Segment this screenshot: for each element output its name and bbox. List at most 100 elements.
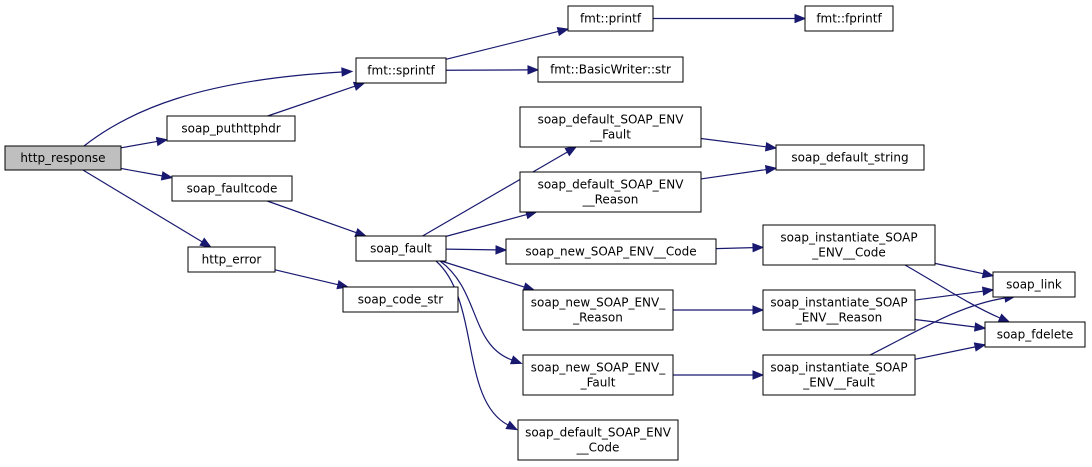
node-box[interactable] [519, 106, 702, 148]
arrowhead-icon [564, 146, 578, 157]
node-label: __Fault [589, 128, 631, 142]
edge-soap_default_SOAP_ENV__Reason-to-soap_default_string [700, 164, 778, 180]
node-soap-code-str[interactable]: soap_code_str [342, 286, 459, 313]
node-fmt-sprintf[interactable]: fmt::sprintf [355, 57, 447, 84]
node-box[interactable] [517, 419, 679, 461]
edge-line [445, 248, 497, 251]
arrowhead-icon [341, 67, 354, 77]
node-label: http_error [202, 253, 262, 267]
node-fmt-fprintf[interactable]: fmt::fprintf [804, 5, 894, 32]
node-fmt-basicwriter-str[interactable]: fmt::BasicWriter::str [537, 56, 684, 83]
node-box[interactable] [992, 271, 1076, 298]
node-box[interactable] [775, 144, 925, 171]
node-soap-default-string[interactable]: soap_default_string [775, 144, 925, 171]
edge-soap_new_SOAP_ENV__Fault-to-soap_instantiate_SOAP_ENV__Fault [673, 370, 765, 380]
node-label: _Reason [572, 311, 623, 325]
node-label: soap_default_SOAP_ENV [525, 426, 672, 440]
node-box[interactable] [519, 171, 702, 213]
nodes-layer: http_response fmt::sprintfsoap_puthttphdr… [4, 5, 1086, 461]
edge-line [422, 151, 568, 237]
edge-line [914, 346, 976, 360]
node-soap-instantiate-soap-env--reason[interactable]: soap_instantiate_SOAP_ENV__Reason [762, 289, 916, 331]
arrowhead-icon [354, 228, 368, 237]
node-box[interactable] [984, 321, 1086, 348]
node-http-response[interactable]: http_response [4, 145, 122, 171]
node-soap-instantiate-soap-env--code[interactable]: soap_instantiate_SOAP_ENV__Code [762, 224, 936, 266]
edge-line [267, 85, 356, 117]
node-label: _ENV__Code [811, 246, 886, 260]
arrowhead-icon [752, 305, 765, 315]
node-box[interactable] [505, 238, 717, 265]
node-label: fmt::fprintf [816, 12, 882, 26]
arrowhead-icon [199, 237, 212, 248]
node-label: soap_code_str [358, 293, 443, 307]
node-box[interactable] [166, 115, 296, 142]
edge-soap_fault-to-soap_default_SOAP_ENV__Code [435, 260, 519, 431]
arrowhead-icon [973, 322, 987, 332]
edge-http_response-to-soap_puthttphdr [120, 136, 169, 149]
node-fmt-printf[interactable]: fmt::printf [567, 5, 654, 32]
node-box[interactable] [342, 286, 459, 313]
node-soap-new-soap-env--fault[interactable]: soap_new_SOAP_ENV__Fault [522, 354, 674, 396]
edges-layer [82, 13, 1017, 431]
node-soap-instantiate-soap-env--fault[interactable]: soap_instantiate_SOAP_ENV__Fault [762, 354, 916, 396]
edge-line [267, 200, 357, 234]
edge-http_response-to-http_error [82, 169, 212, 248]
node-soap-default-soap-env--code[interactable]: soap_default_SOAP_ENV__Code [517, 419, 679, 461]
edge-line [439, 260, 513, 361]
node-label: soap_instantiate_SOAP [770, 361, 907, 375]
edge-soap_puthttphdr-to-fmt_sprintf [267, 81, 366, 117]
node-soap-fdelete[interactable]: soap_fdelete [984, 321, 1086, 348]
arrowhead-icon [752, 370, 765, 380]
arrowhead-icon [160, 171, 174, 181]
node-box[interactable] [522, 354, 674, 396]
node-box[interactable] [522, 289, 674, 331]
edge-soap_fault-to-soap_default_SOAP_ENV__Fault [422, 146, 578, 237]
node-http-error[interactable]: http_error [187, 246, 276, 273]
edge-line [120, 140, 158, 149]
node-box[interactable] [537, 56, 684, 83]
edge-soap_default_SOAP_ENV__Fault-to-soap_default_string [700, 137, 778, 152]
edge-line [440, 260, 525, 288]
node-box[interactable] [762, 289, 916, 331]
node-soap-new-soap-env--code[interactable]: soap_new_SOAP_ENV__Code [505, 238, 717, 265]
node-label: soap_puthttphdr [181, 122, 280, 136]
node-box[interactable] [762, 354, 916, 396]
arrowhead-icon [752, 242, 765, 253]
arrowhead-icon [997, 313, 1011, 323]
edge-http_response-to-fmt_sprintf [83, 67, 354, 147]
node-box[interactable] [171, 175, 293, 202]
node-label: __Code [576, 441, 620, 455]
node-soap-fault[interactable]: soap_fault [355, 235, 447, 262]
node-box[interactable] [187, 246, 276, 273]
edge-line [715, 247, 754, 250]
node-soap-default-soap-env--fault[interactable]: soap_default_SOAP_ENV__Fault [519, 106, 702, 148]
edge-http_response-to-soap_faultcode [120, 167, 174, 181]
edge-line [700, 137, 767, 148]
edge-http_error-to-soap_code_str [274, 269, 349, 290]
node-label: soap_fdelete [997, 328, 1074, 342]
node-box[interactable] [355, 57, 447, 84]
node-box[interactable] [804, 5, 894, 32]
node-box[interactable] [567, 5, 654, 32]
node-label: __Reason [582, 193, 639, 207]
node-soap-link[interactable]: soap_link [992, 271, 1076, 298]
edge-soap_fault-to-soap_new_SOAP_ENV__Code [445, 245, 508, 255]
node-box[interactable] [355, 235, 447, 262]
edge-soap_instantiate_SOAP_ENV__Reason-to-soap_fdelete [914, 318, 987, 332]
node-soap-faultcode[interactable]: soap_faultcode [171, 175, 293, 202]
node-label: soap_default_SOAP_ENV [538, 113, 685, 127]
edge-soap_instantiate_SOAP_ENV__Fault-to-soap_fdelete [914, 342, 987, 360]
edge-fmt_sprintf-to-fmt_printf [445, 26, 570, 60]
node-soap-new-soap-env--reason[interactable]: soap_new_SOAP_ENV__Reason [522, 289, 674, 331]
node-box[interactable] [4, 145, 122, 171]
node-label: soap_default_SOAP_ENV [538, 178, 685, 192]
arrowhead-icon [527, 65, 540, 75]
edge-soap_instantiate_SOAP_ENV__Code-to-soap_link [934, 262, 995, 279]
arrowhead-icon [973, 342, 987, 352]
node-soap-default-soap-env--reason[interactable]: soap_default_SOAP_ENV__Reason [519, 171, 702, 213]
arrowhead-icon [764, 164, 778, 175]
node-soap-puthttphdr[interactable]: soap_puthttphdr [166, 115, 296, 142]
node-box[interactable] [762, 224, 936, 266]
